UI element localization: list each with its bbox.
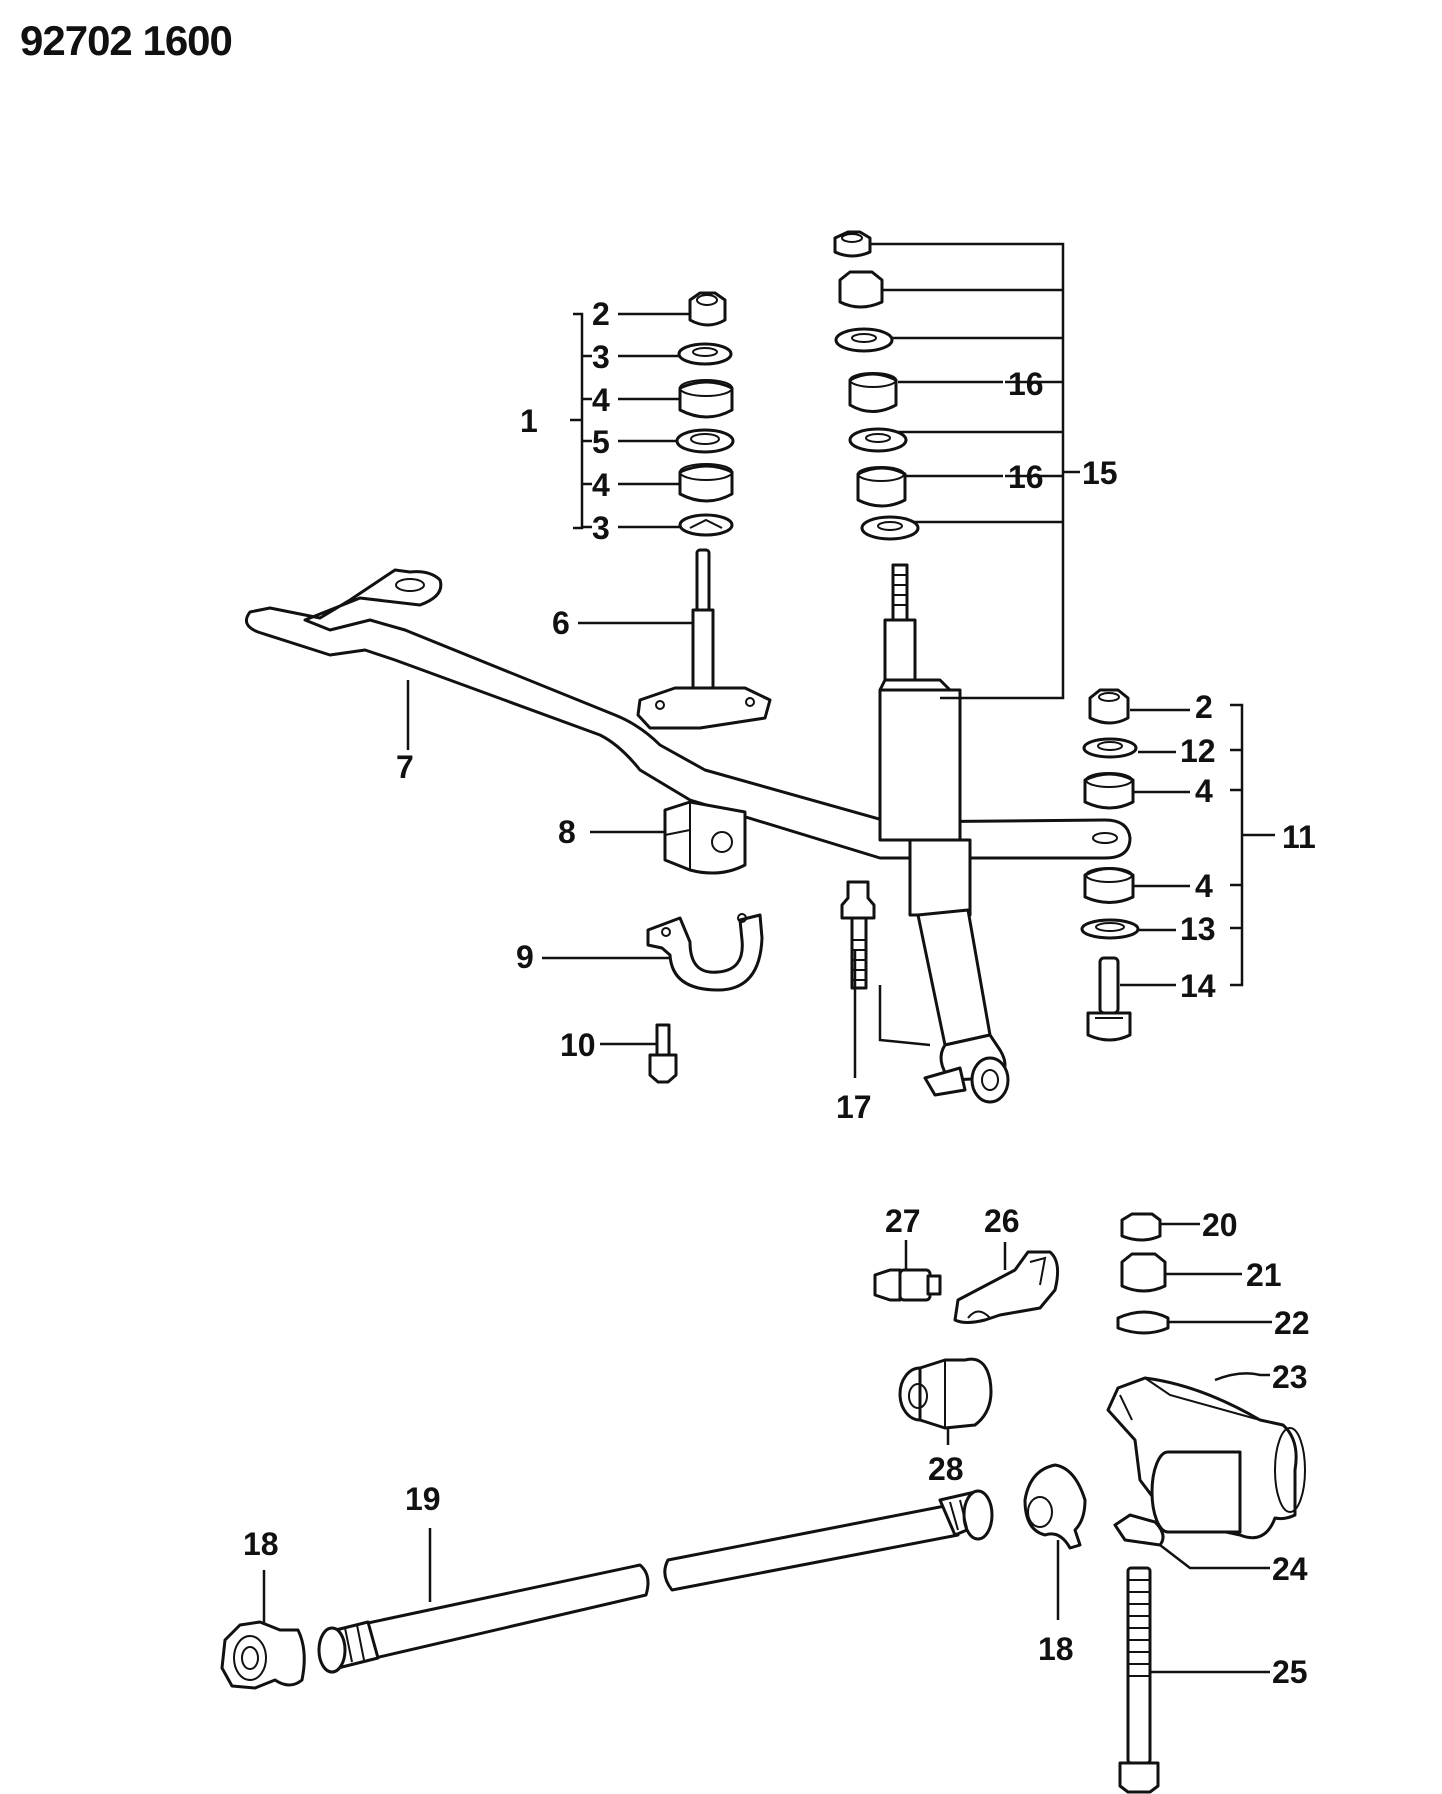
callout-5: 5 (592, 424, 610, 460)
part-21: 21 (1120, 1252, 1282, 1293)
callout-26: 26 (984, 1203, 1020, 1239)
callout-27: 27 (885, 1203, 921, 1239)
link-bolt-part-6: 6 (552, 548, 772, 730)
bushing-part-4-right (1083, 772, 1135, 810)
shock-bolt-part-17: 17 (836, 880, 931, 1125)
shock-mount-kit-15: 15 16 16 (868, 242, 1118, 700)
washer-part-13 (1080, 918, 1140, 940)
callout-20: 20 (1202, 1207, 1238, 1243)
washer-part-3 (677, 342, 733, 366)
link-kit-1: 1 2 3 4 5 4 3 (520, 296, 690, 546)
callout-8: 8 (558, 814, 576, 850)
shock-bushing-part-16-lower (856, 466, 907, 508)
shock-nut-small (833, 230, 872, 258)
link-kit-11: 11 2 12 4 4 13 14 (1120, 689, 1316, 1004)
callout-3: 3 (592, 339, 610, 375)
callout-11: 11 (1282, 819, 1316, 855)
callout-2: 2 (592, 296, 610, 332)
torsion-cap-part-18-left: 18 (220, 1526, 306, 1690)
callout-12: 12 (1180, 733, 1216, 769)
bushing-part-4-right-lower (1083, 867, 1135, 904)
callout-16: 16 (1008, 459, 1044, 495)
bushing-bracket-part-9: 9 (516, 913, 764, 992)
callout-18: 18 (1038, 1631, 1074, 1667)
nut-part-2 (688, 291, 727, 327)
anchor-arm-part-23: 23 (1106, 1359, 1308, 1540)
bolt-part-14 (1086, 956, 1132, 1042)
diagram-code: 92702 1600 (20, 17, 232, 64)
callout-16: 16 (1008, 366, 1044, 402)
shock-nut-large (838, 270, 884, 309)
callout-4: 4 (1195, 773, 1213, 809)
shock-bushing-part-16 (848, 372, 898, 413)
callout-18: 18 (243, 1526, 279, 1562)
callout-4: 4 (592, 382, 610, 418)
callout-10: 10 (560, 1027, 596, 1063)
part-27: 27 (873, 1203, 942, 1302)
callout-4: 4 (592, 467, 610, 503)
callout-17: 17 (836, 1089, 872, 1125)
bolt-part-25: 25 (1118, 1566, 1308, 1794)
callout-9: 9 (516, 939, 534, 975)
callout-3: 3 (592, 510, 610, 546)
callout-24: 24 (1272, 1551, 1308, 1587)
part-24: 24 (1113, 1513, 1308, 1587)
callout-7: 7 (396, 749, 414, 785)
callout-1: 1 (520, 403, 538, 439)
callout-14: 14 (1180, 968, 1216, 1004)
shock-washer-2 (848, 427, 908, 453)
callout-4: 4 (1195, 868, 1213, 904)
callout-21: 21 (1246, 1257, 1282, 1293)
callout-25: 25 (1272, 1654, 1308, 1690)
callout-2: 2 (1195, 689, 1213, 725)
bushing-part-4 (678, 379, 734, 419)
shock-absorber (878, 563, 1010, 1104)
bracket-bolt-part-10: 10 (560, 1023, 678, 1084)
callout-13: 13 (1180, 911, 1216, 947)
stabilizer-bar-part-7: 7 (244, 568, 1132, 860)
spacer-part-5 (675, 428, 735, 454)
callout-6: 6 (552, 605, 570, 641)
torsion-bar-part-19: 19 (317, 1481, 994, 1674)
washer-part-3-lower (678, 513, 734, 537)
shock-washer-3 (860, 515, 920, 541)
part-28: 28 (898, 1357, 993, 1487)
callout-22: 22 (1274, 1305, 1310, 1341)
bar-bushing-part-8: 8 (558, 800, 747, 875)
callout-15: 15 (1082, 455, 1118, 491)
shock-washer-1 (834, 327, 894, 353)
nut-part-2-right (1088, 688, 1130, 725)
part-20: 20 (1120, 1207, 1238, 1243)
callout-28: 28 (928, 1451, 964, 1487)
bushing-part-4-lower (678, 463, 734, 503)
part-26: 26 (953, 1203, 1060, 1324)
part-22: 22 (1116, 1305, 1310, 1341)
washer-part-12 (1082, 737, 1138, 759)
callout-19: 19 (405, 1481, 441, 1517)
callout-23: 23 (1272, 1359, 1308, 1395)
torsion-cap-part-18-right: 18 (1023, 1463, 1087, 1667)
